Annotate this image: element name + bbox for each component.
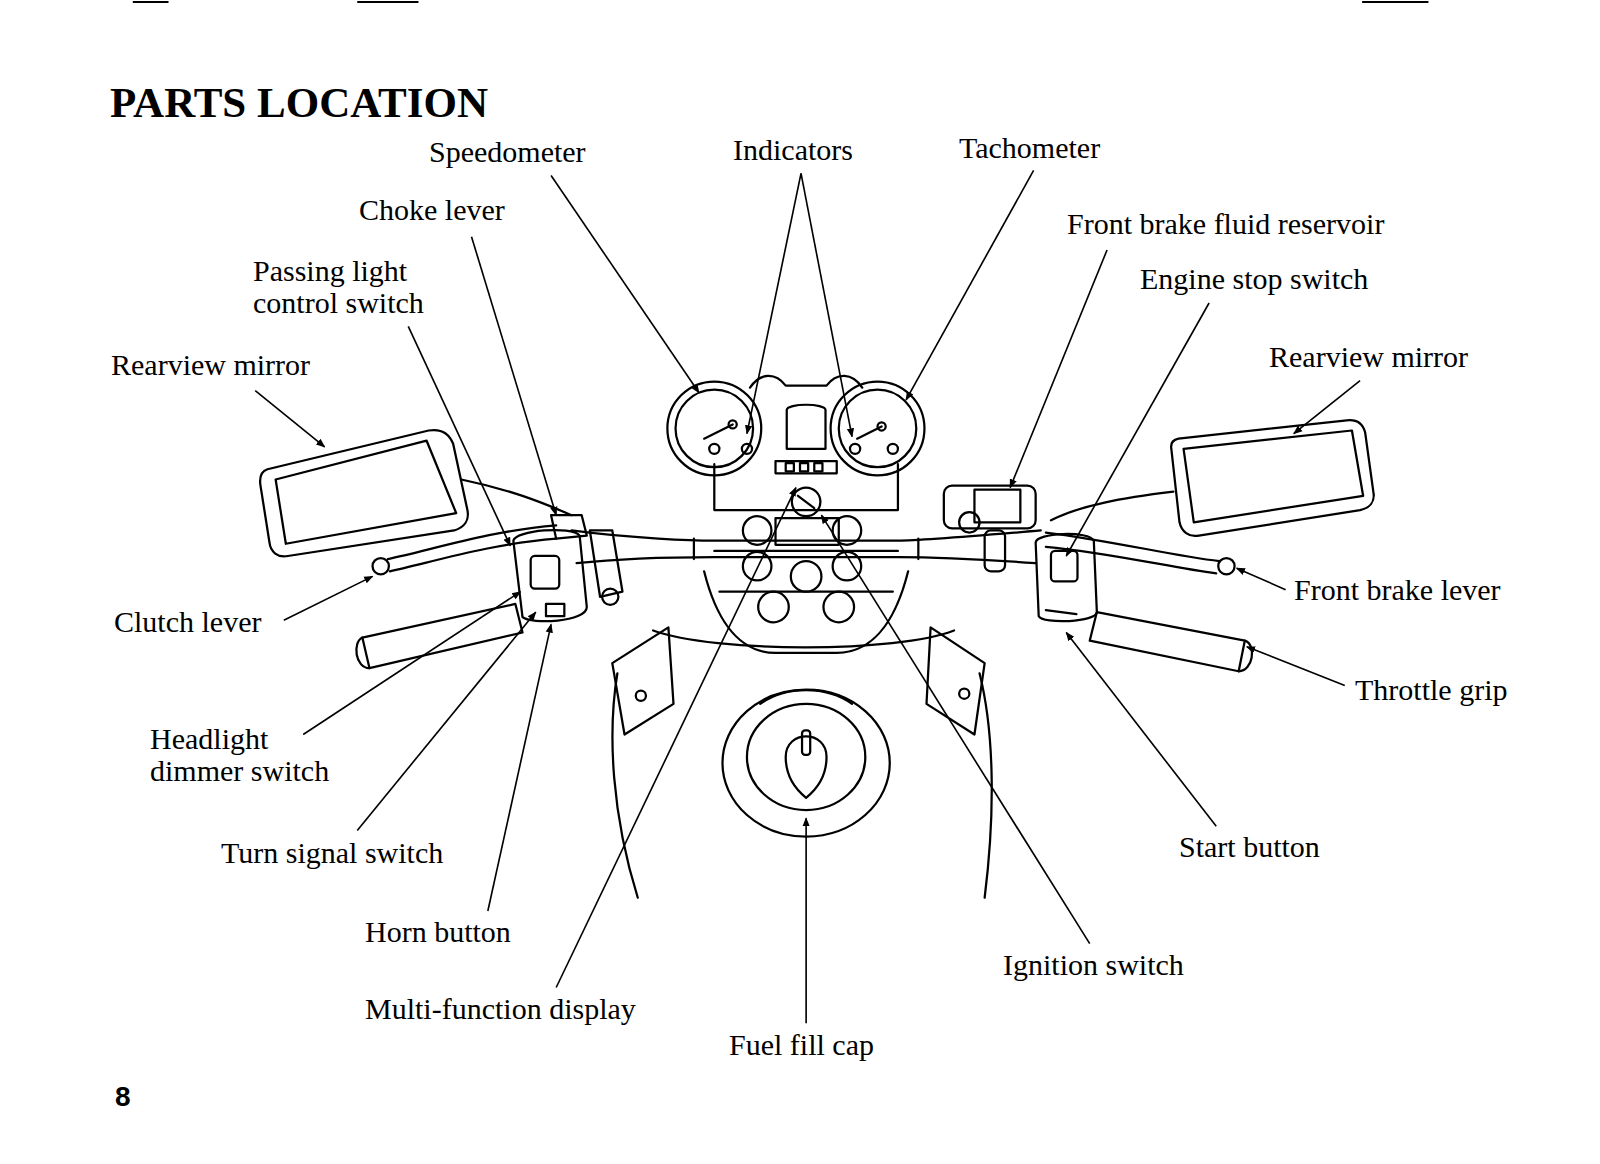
part-label: Tachometer	[959, 132, 1100, 164]
part-label: Rearview mirror	[1269, 341, 1468, 373]
page-number: 8	[115, 1082, 131, 1111]
page-title: PARTS LOCATION	[110, 78, 488, 127]
part-label: Choke lever	[359, 194, 505, 226]
part-label: Ignition switch	[1003, 949, 1184, 981]
part-label: Rearview mirror	[111, 349, 310, 381]
part-label: Headlight dimmer switch	[150, 723, 359, 786]
part-label: Front brake lever	[1294, 574, 1501, 606]
part-label: Engine stop switch	[1140, 263, 1368, 295]
part-label: Front brake fluid reservoir	[1067, 208, 1384, 240]
part-label: Multi-function display	[365, 993, 636, 1025]
header-rule	[133, 1, 1429, 3]
part-label: Clutch lever	[114, 606, 261, 638]
part-label: Indicators	[733, 134, 853, 166]
part-label: Start button	[1179, 831, 1320, 863]
part-label: Passing light control switch	[253, 255, 457, 318]
part-label: Speedometer	[429, 136, 586, 168]
part-label: Fuel fill cap	[729, 1029, 874, 1061]
part-label: Turn signal switch	[221, 837, 443, 869]
part-label: Throttle grip	[1355, 674, 1507, 706]
part-label: Horn button	[365, 916, 511, 948]
